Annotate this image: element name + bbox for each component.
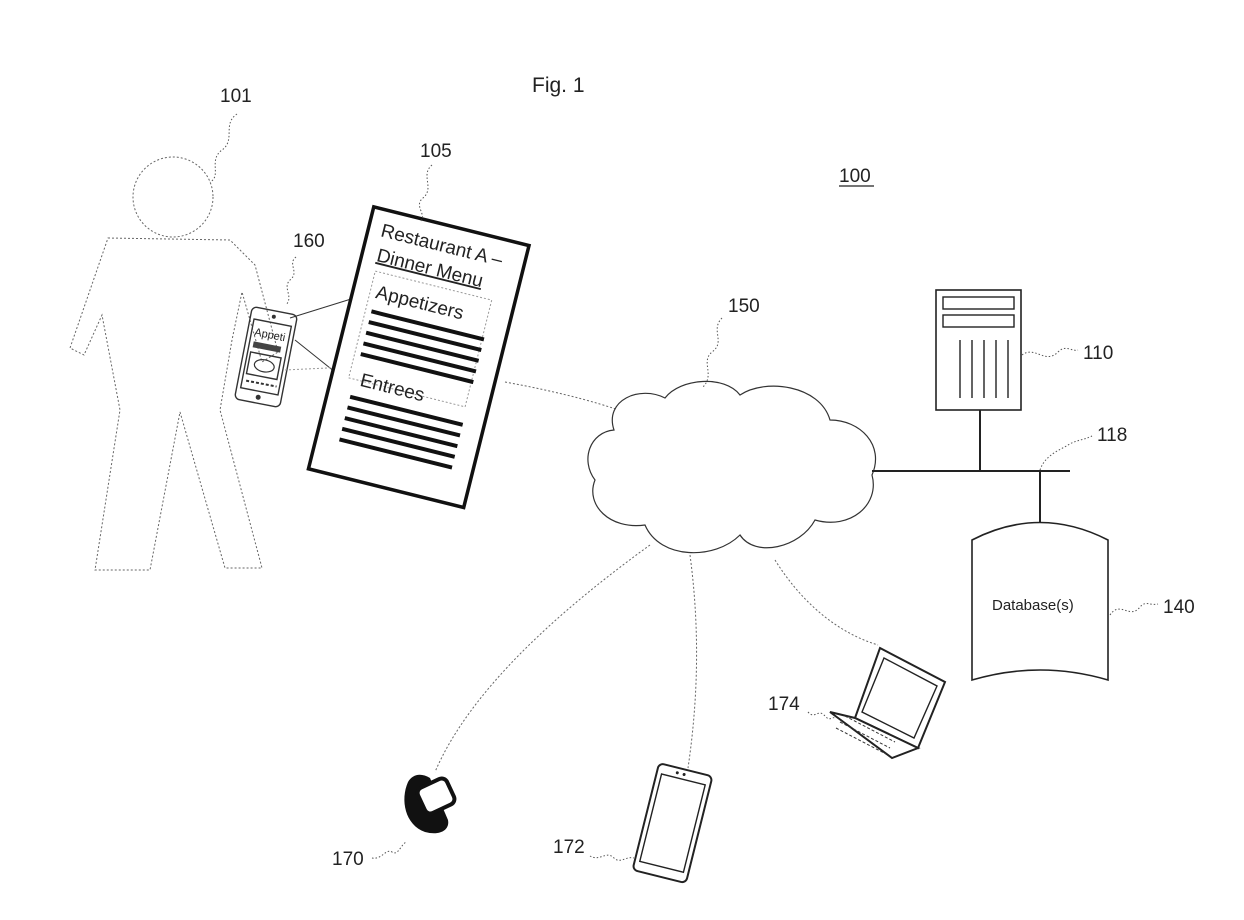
database-ref: 140 — [1163, 597, 1195, 618]
server: 110 — [935, 289, 1113, 471]
phone-camera — [271, 314, 276, 319]
user-figure: 101 — [69, 86, 279, 571]
laptop-link — [774, 559, 879, 646]
tablet-body — [632, 763, 713, 884]
phone-body — [234, 306, 298, 408]
figure-title: Fig. 1 — [532, 74, 585, 97]
tablet-leader — [589, 854, 635, 861]
database-leader — [1109, 603, 1159, 616]
phone-screen-bar — [252, 341, 282, 353]
user-body — [69, 237, 279, 571]
user-leader — [209, 113, 238, 183]
watch-face — [415, 776, 457, 816]
database: Database(s) 140 — [971, 471, 1195, 682]
tablet-screen — [638, 773, 707, 874]
network-cloud: 150 — [587, 296, 877, 554]
server-leader — [1021, 347, 1079, 358]
user-head — [132, 156, 214, 238]
menu-document: Restaurant A – Dinner Menu Appetizers En… — [306, 141, 532, 510]
cloud-ref: 150 — [728, 296, 760, 317]
menu-highlight-box — [348, 270, 493, 408]
server-ref: 110 — [1083, 343, 1113, 364]
user-ref: 101 — [220, 86, 252, 107]
phone-home-button — [255, 394, 261, 400]
database-body — [971, 521, 1109, 682]
database-label: Database(s) — [992, 597, 1074, 614]
menu-ref: 105 — [420, 141, 452, 162]
phone-ref: 160 — [293, 231, 325, 252]
watch-ref: 170 — [332, 849, 364, 870]
phone-screen — [239, 318, 293, 396]
phone-screen-logo — [253, 359, 275, 373]
tablet-ref: 172 — [553, 837, 585, 858]
laptop-device: 174 — [768, 646, 947, 760]
laptop-keyboard — [829, 711, 921, 760]
server-body — [935, 289, 1022, 411]
watch-device: 170 — [332, 774, 457, 870]
tablet-link — [687, 554, 698, 769]
system-ref: 100 — [839, 166, 874, 187]
phone-screen-text: Appeti — [253, 326, 286, 344]
system-ref-label: 100 — [839, 166, 871, 187]
menu-leader — [418, 164, 433, 223]
tablet-device: 172 — [553, 763, 713, 884]
watch-leader — [371, 841, 407, 859]
bus-leader — [1039, 435, 1093, 471]
phone-leader — [285, 256, 297, 306]
backend: 118 110 Database(s) 140 — [872, 289, 1195, 682]
cloud-outline — [587, 380, 877, 554]
watch-link — [434, 544, 651, 773]
cloud-leader — [701, 317, 723, 389]
phone-screen-image — [245, 351, 282, 381]
bus-ref: 118 — [1097, 425, 1127, 446]
laptop-ref: 174 — [768, 694, 800, 715]
